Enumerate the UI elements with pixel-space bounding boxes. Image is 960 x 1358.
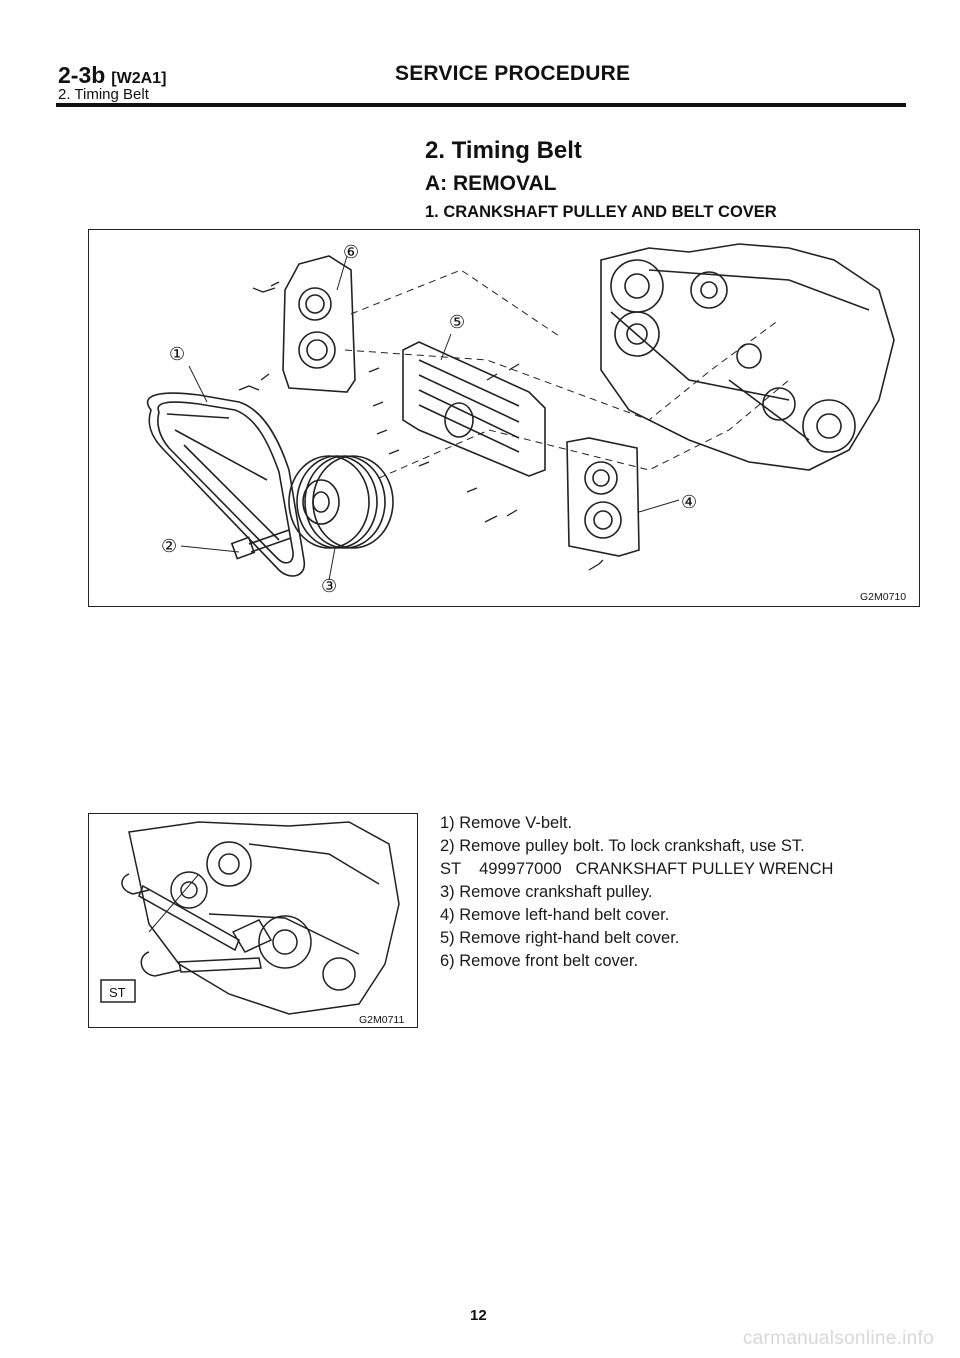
step-6: 6) Remove front belt cover. [440, 952, 639, 970]
step-3: 3) Remove crankshaft pulley. [440, 883, 653, 901]
figure1-id: G2M0710 [860, 591, 906, 603]
page-number: 12 [470, 1307, 487, 1324]
engine-drawing [600, 243, 895, 471]
callout-5: ⑤ [449, 312, 465, 333]
page-code-sub: [W2A1] [111, 70, 167, 87]
bolts-drawing [238, 281, 604, 571]
v-belt-drawing [146, 392, 305, 577]
callout-4: ④ [681, 492, 697, 513]
section-title: 2. Timing Belt [425, 137, 582, 164]
step-1: 1) Remove V-belt. [440, 814, 573, 832]
step-2-tool: ST 499977000 CRANKSHAFT PULLEY WRENCH [440, 860, 834, 878]
leader-lines-drawing [180, 255, 790, 581]
step-2: 2) Remove pulley bolt. To lock crankshaf… [440, 837, 805, 855]
subsection-title: A: REMOVAL [425, 172, 557, 195]
figure-st-tool: ST G2M0711 [88, 813, 418, 1028]
subsubsection-title: 1. CRANKSHAFT PULLEY AND BELT COVER [425, 203, 777, 221]
watermark: carmanualsonline.info [742, 1328, 934, 1349]
st-label-box [100, 979, 136, 1003]
callout-1: ① [169, 344, 185, 365]
page-code-main: 2-3b [58, 62, 106, 88]
right-belt-cover-drawing [402, 341, 546, 477]
figure2-id: G2M0711 [359, 1014, 404, 1026]
figure-exploded-view: ① ② ③ ④ ⑤ ⑥ G2M0710 [88, 229, 920, 607]
crank-pulley-drawing [288, 455, 394, 549]
header-rule [56, 103, 906, 107]
pulley-bolt-drawing [230, 529, 292, 560]
st-tool-drawing: ST G2M0711 [100, 821, 404, 1026]
left-belt-cover-drawing [566, 437, 640, 557]
procedure-steps: 1) Remove V-belt. 2) Remove pulley bolt.… [440, 812, 833, 973]
callout-6: ⑥ [343, 242, 359, 263]
step-5: 5) Remove right-hand belt cover. [440, 929, 680, 947]
page-code: 2-3b [W2A1] [58, 62, 166, 89]
callout-3: ③ [321, 576, 337, 597]
header-section: 2. Timing Belt [58, 86, 149, 103]
front-belt-cover-drawing [282, 255, 356, 393]
step-4: 4) Remove left-hand belt cover. [440, 906, 670, 924]
header-title: SERVICE PROCEDURE [395, 62, 631, 85]
callout-2: ② [161, 536, 177, 557]
st-label: ST [109, 985, 126, 1000]
exploded-drawing: ① ② ③ ④ ⑤ ⑥ G2M0710 [146, 242, 906, 603]
